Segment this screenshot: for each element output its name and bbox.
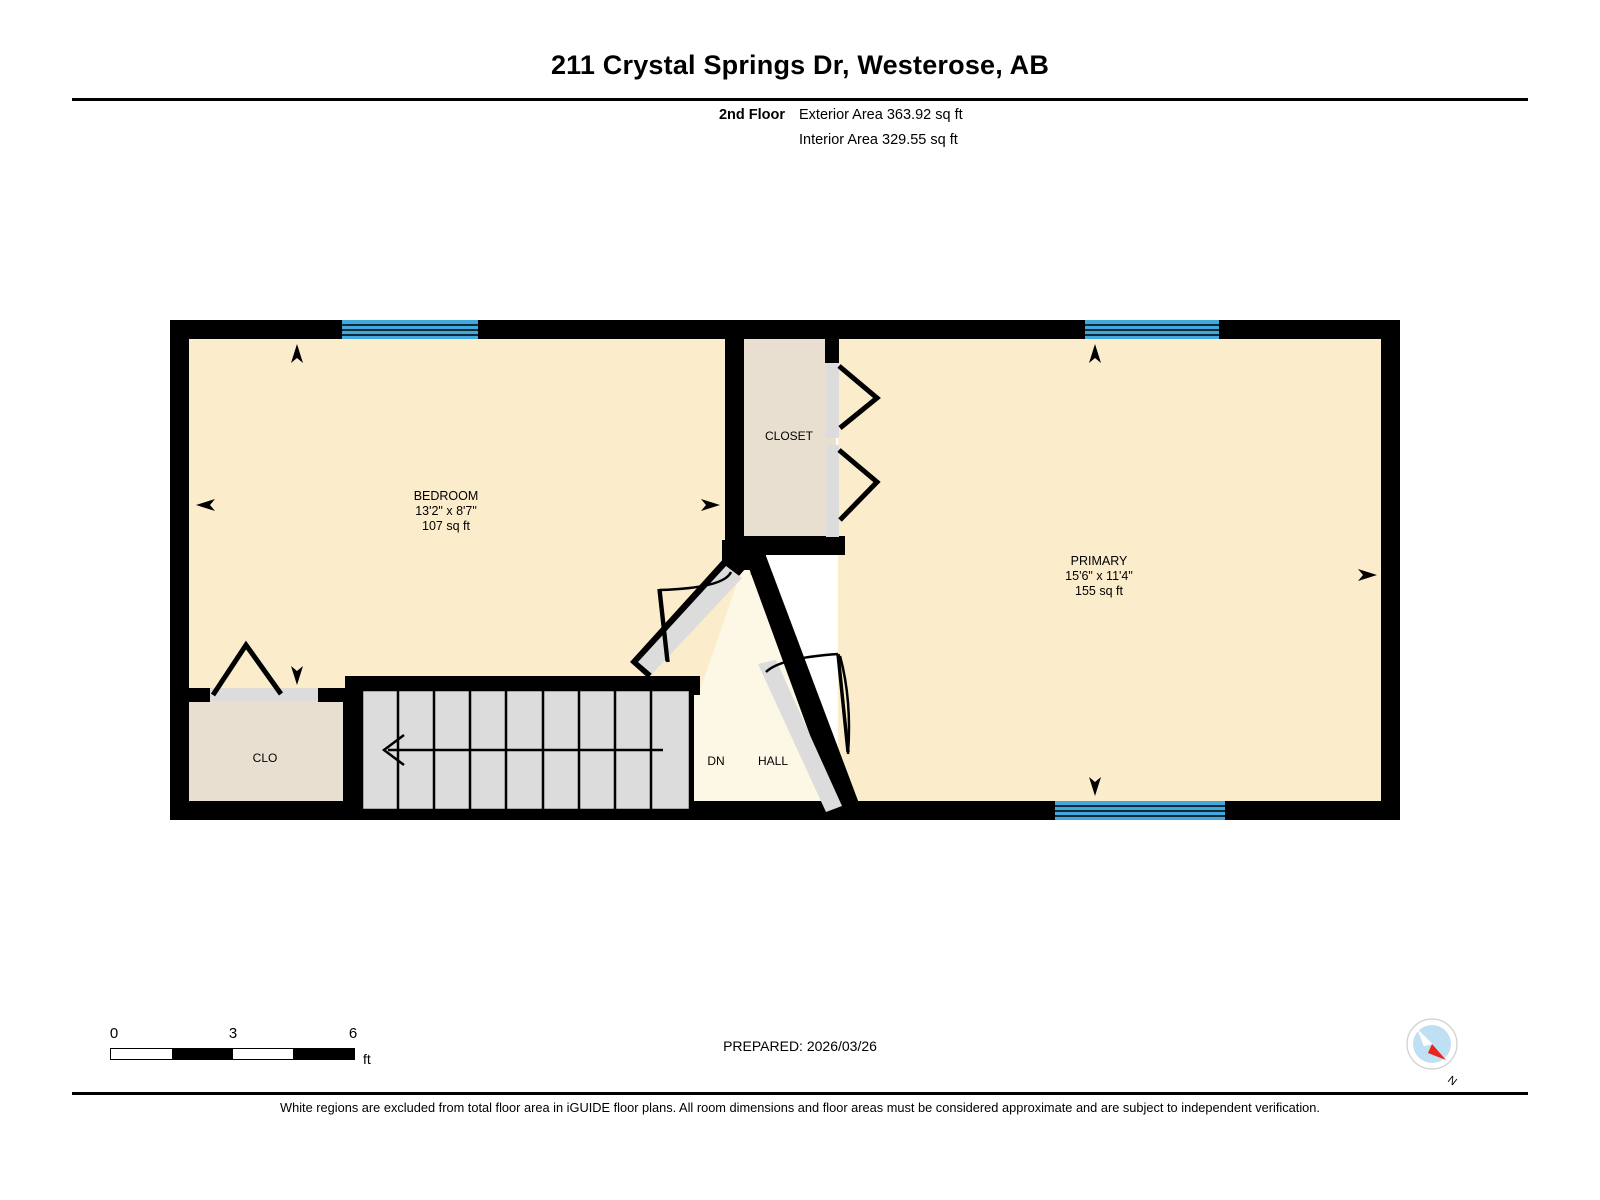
scale-seg-3: [232, 1049, 294, 1059]
scale-seg-1: [111, 1049, 172, 1059]
wall-closet-right-top: [825, 338, 839, 363]
scale-seg-4: [293, 1049, 354, 1059]
wall-left-exterior: [170, 320, 189, 820]
label-stairs-dn: DN: [707, 754, 724, 768]
wall-clo-top-stub: [189, 688, 210, 702]
label-bedroom-dims: 13'2" x 8'7": [415, 504, 477, 518]
label-closet: CLOSET: [765, 429, 814, 443]
scale-bar-group: 0 3 6 ft: [100, 1025, 400, 1075]
view-marker-hall: [750, 568, 769, 580]
view-marker-primary-bottom: [1089, 777, 1101, 796]
wall-top-right: [1219, 320, 1400, 339]
page-title: 211 Crystal Springs Dr, Westerose, AB: [550, 50, 1050, 80]
compass-needle-north: [1417, 1029, 1433, 1047]
exterior-area-text: Exterior Area 363.92 sq ft: [799, 107, 963, 123]
view-marker-bedroom-bottom: [291, 666, 303, 685]
door-closet-bifold-upper: [826, 363, 881, 438]
wall-top-mid: [477, 320, 1085, 339]
compass-rose: N: [1406, 1018, 1459, 1086]
label-bedroom-name: BEDROOM: [414, 489, 479, 503]
label-bedroom-area: 107 sq ft: [422, 519, 470, 533]
scale-tick-3: 3: [228, 1025, 238, 1042]
compass-needle-south: [1428, 1044, 1446, 1060]
interior-area-text: Interior Area 329.55 sq ft: [799, 132, 958, 148]
wall-bottom-right: [1225, 801, 1400, 820]
wall-clo-top-stub2: [318, 688, 345, 702]
label-primary-area: 155 sq ft: [1075, 584, 1123, 598]
wall-closet-connector: [826, 536, 845, 555]
view-marker-primary-right: [1358, 569, 1377, 581]
stairs: [360, 688, 692, 812]
view-marker-bedroom-right: [701, 499, 720, 511]
label-primary: PRIMARY 15'6" x 11'4" 155 sq ft: [1065, 554, 1133, 598]
footer-divider: [72, 1092, 1528, 1095]
view-marker-primary-top: [1089, 344, 1101, 363]
label-primary-name: PRIMARY: [1071, 554, 1128, 568]
window-primary-bottom: [1055, 801, 1225, 820]
door-hall-right-swing: [758, 652, 851, 812]
label-bedroom: BEDROOM 13'2" x 8'7" 107 sq ft: [414, 489, 479, 533]
view-marker-bedroom-left: [196, 499, 215, 511]
room-fill-primary: [838, 338, 1383, 810]
scale-tick-6: 6: [348, 1025, 358, 1042]
room-fill-closet: [744, 338, 836, 536]
scale-tick-0: 0: [109, 1025, 119, 1042]
door-clo-bifold: [210, 640, 318, 701]
wall-top-left: [170, 320, 342, 339]
scale-bar: [110, 1048, 355, 1060]
compass-north-label: N: [1445, 1074, 1459, 1086]
label-clo: CLO: [253, 751, 278, 765]
wall-right-exterior: [1381, 320, 1400, 820]
floor-label: 2nd Floor: [718, 107, 785, 123]
prepared-date: PREPARED: 2026/03/26: [723, 1038, 877, 1054]
view-marker-bedroom-top: [291, 344, 303, 363]
wall-clo-right: [343, 690, 362, 820]
scale-unit-label: ft: [363, 1051, 371, 1067]
label-hall: HALL: [758, 754, 788, 768]
room-fill-bedroom-lower: [188, 338, 744, 690]
door-closet-bifold-lower: [826, 445, 881, 537]
wall-hall-angled-right: [746, 556, 860, 812]
window-bedroom-top: [342, 320, 478, 339]
scale-seg-2: [171, 1049, 233, 1059]
disclaimer-text: White regions are excluded from total fl…: [280, 1100, 1320, 1115]
wall-hall-junction: [722, 540, 766, 570]
label-primary-dims: 15'6" x 11'4": [1065, 569, 1133, 583]
window-primary-top: [1085, 320, 1219, 339]
door-hall-left-swing: [638, 566, 742, 674]
wall-interior-bedroom-closet: [725, 338, 744, 556]
wall-closet-bottom: [744, 536, 845, 555]
title-divider: [72, 98, 1528, 101]
room-fill-clo: [188, 700, 343, 810]
